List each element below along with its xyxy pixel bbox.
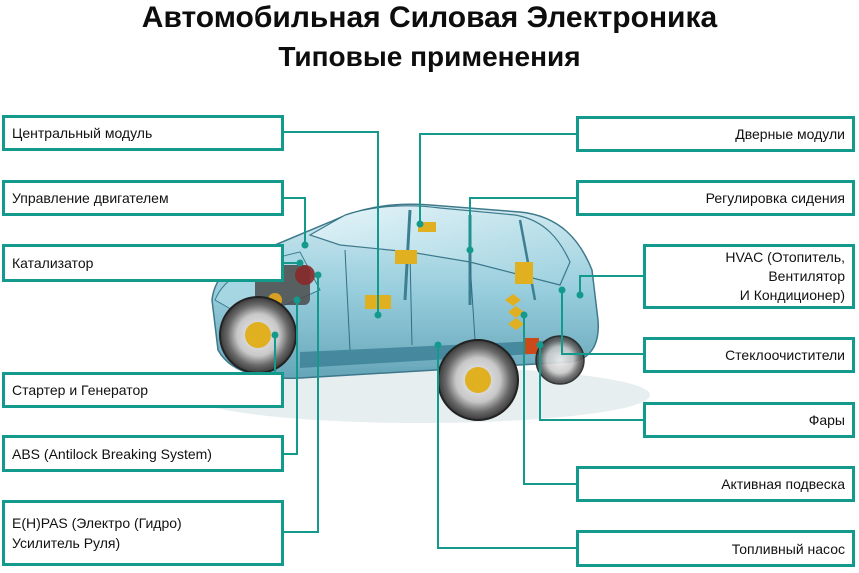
label-catalyst-text: Катализатор [12,255,94,271]
label-headlights: Фары [643,402,855,438]
label-starter-generator-text: Стартер и Генератор [12,382,149,398]
component-headlight [525,338,539,354]
rear-wheel-far [535,335,585,385]
car-windows [308,205,571,286]
label-central-module-text: Центральный модуль [12,125,153,141]
label-fuel-pump-text: Топливный насос [731,540,845,557]
label-door-modules: Дверные модули [576,116,855,152]
label-seat-adjustment: Регулировка сидения [576,180,855,216]
label-ehpas-text: E(H)PAS (Электро (Гидро) Усилитель Руля) [12,515,182,551]
diagram-title-line-2: Типовые применения [278,41,581,72]
connector-dots [271,220,584,349]
label-abs: ABS (Antilock Breaking System) [2,435,284,472]
label-starter-generator: Стартер и Генератор [2,372,284,408]
label-catalyst: Катализатор [2,244,284,282]
label-wipers-text: Стеклоочистители [725,347,845,363]
label-hvac-text: HVAC (Отопитель, Вентилятор И Кондиционе… [725,249,845,303]
label-central-module: Центральный модуль [2,115,284,151]
label-engine-control: Управление двигателем [2,180,284,216]
label-engine-control-text: Управление двигателем [12,190,169,206]
label-abs-text: ABS (Antilock Breaking System) [12,445,212,462]
component-door [418,222,436,232]
label-ehpas: E(H)PAS (Электро (Гидро) Усилитель Руля) [2,500,284,566]
label-fuel-pump: Топливный насос [576,530,855,567]
car-pillar [518,219,537,301]
label-wipers: Стеклоочистители [643,337,855,373]
component-rear [515,262,533,284]
label-seat-adjustment-text: Регулировка сидения [705,190,845,206]
label-door-modules-text: Дверные модули [735,126,845,142]
rear-wheel-hub [465,367,491,393]
label-headlights-text: Фары [808,412,845,428]
diagram-title-line-1: Автомобильная Силовая Электроника [141,1,718,34]
engine-part [295,265,315,285]
label-active-suspension: Активная подвеска [576,466,855,502]
label-active-suspension-text: Активная подвеска [721,476,845,492]
front-wheel-hub [245,322,271,348]
component-suspension [505,294,524,330]
component-seat [395,250,417,264]
label-hvac: HVAC (Отопитель, Вентилятор И Кондиционе… [643,244,855,309]
car-door-seam [344,249,476,351]
car-shadow [190,367,650,423]
